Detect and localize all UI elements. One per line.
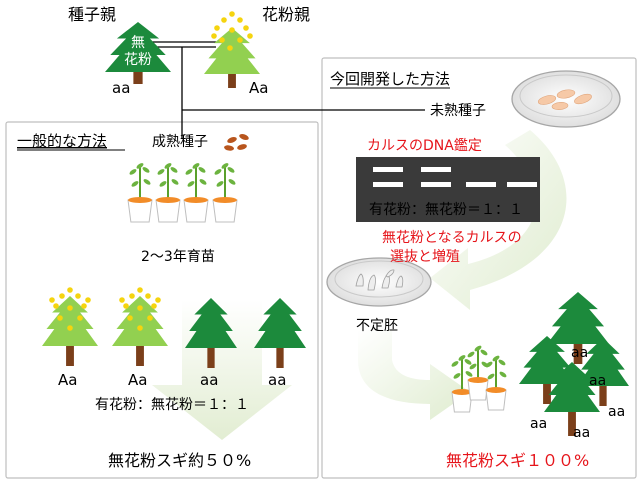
seedling-pot-3 xyxy=(183,163,209,223)
offspring-tree-2 xyxy=(112,296,168,366)
badge-line1: 無 xyxy=(131,35,145,51)
seed-parent-genotype: aa xyxy=(112,79,130,97)
conventional-flow-arrow xyxy=(152,300,292,440)
offspring-tree-1 xyxy=(42,296,98,366)
dna-test-label: カルスのDNA鑑定 xyxy=(367,137,482,154)
seedling-pot-2 xyxy=(155,163,181,223)
mature-seed-label: 成熟種子 xyxy=(152,134,208,150)
pollen-parent-label: 花粉親 xyxy=(262,5,310,24)
seedling-pot-1 xyxy=(127,163,153,223)
result-genotype-3: aa xyxy=(530,416,547,432)
new-method-title: 今回開発した方法 xyxy=(330,70,450,88)
conventional-ratio: 有花粉：無花粉＝１：１ xyxy=(95,397,249,413)
seed-parent-tree xyxy=(105,22,171,84)
pollen-parent-tree xyxy=(204,28,260,88)
result-genotype-1: aa xyxy=(571,345,588,361)
petri-dish-immature-seeds xyxy=(511,70,621,128)
result-tree-3 xyxy=(519,336,575,404)
offspring-genotype-1: Aa xyxy=(58,371,77,389)
pollen-parent-flowers xyxy=(211,11,253,51)
badge-line2: 花粉 xyxy=(124,52,152,68)
offspring-genotype-4: aa xyxy=(268,371,286,389)
result-tree-1 xyxy=(547,292,609,364)
new-method-result: 無花粉スギ１００% xyxy=(446,451,589,470)
mature-seed-icon xyxy=(224,134,249,151)
result-seedling-2 xyxy=(467,345,489,401)
offspring-2-flowers xyxy=(119,287,161,331)
new-method-flow-arrow-2 xyxy=(358,330,470,420)
offspring-genotype-2: Aa xyxy=(128,371,147,389)
immature-seed-label: 未熟種子 xyxy=(430,103,486,119)
offspring-tree-4 xyxy=(254,298,306,368)
offspring-1-flowers xyxy=(49,287,91,331)
growing-period-label: 2～3年育苗 xyxy=(141,249,215,265)
petri-dish-embryo xyxy=(326,257,432,307)
dna-gel xyxy=(356,157,540,222)
offspring-genotype-3: aa xyxy=(200,371,218,389)
conventional-title: 一般的な方法 xyxy=(17,132,107,150)
conventional-result: 無花粉スギ約５０% xyxy=(108,451,251,470)
result-seedling-1 xyxy=(451,355,473,413)
offspring-tree-3 xyxy=(185,298,237,368)
result-tree-2 xyxy=(577,338,629,406)
seed-parent-label: 種子親 xyxy=(68,5,116,24)
seedling-pot-4 xyxy=(212,163,238,223)
new-method-ratio: 有花粉：無花粉＝１：１ xyxy=(369,202,523,218)
cross-connector xyxy=(152,41,425,138)
selection-label-line1: 無花粉となるカルスの xyxy=(382,230,522,246)
result-seedling-3 xyxy=(485,355,507,411)
embryo-label: 不定胚 xyxy=(356,318,398,334)
result-tree-4 xyxy=(544,362,600,436)
result-genotype-2: aa xyxy=(608,404,625,420)
pollen-free-badge: 無 花粉 xyxy=(124,35,152,68)
selection-label-line2: 選抜と増殖 xyxy=(390,248,460,265)
pollen-parent-genotype: Aa xyxy=(249,79,268,97)
result-genotype-4: aa xyxy=(573,425,590,441)
result-genotype-5: aa xyxy=(589,373,606,389)
